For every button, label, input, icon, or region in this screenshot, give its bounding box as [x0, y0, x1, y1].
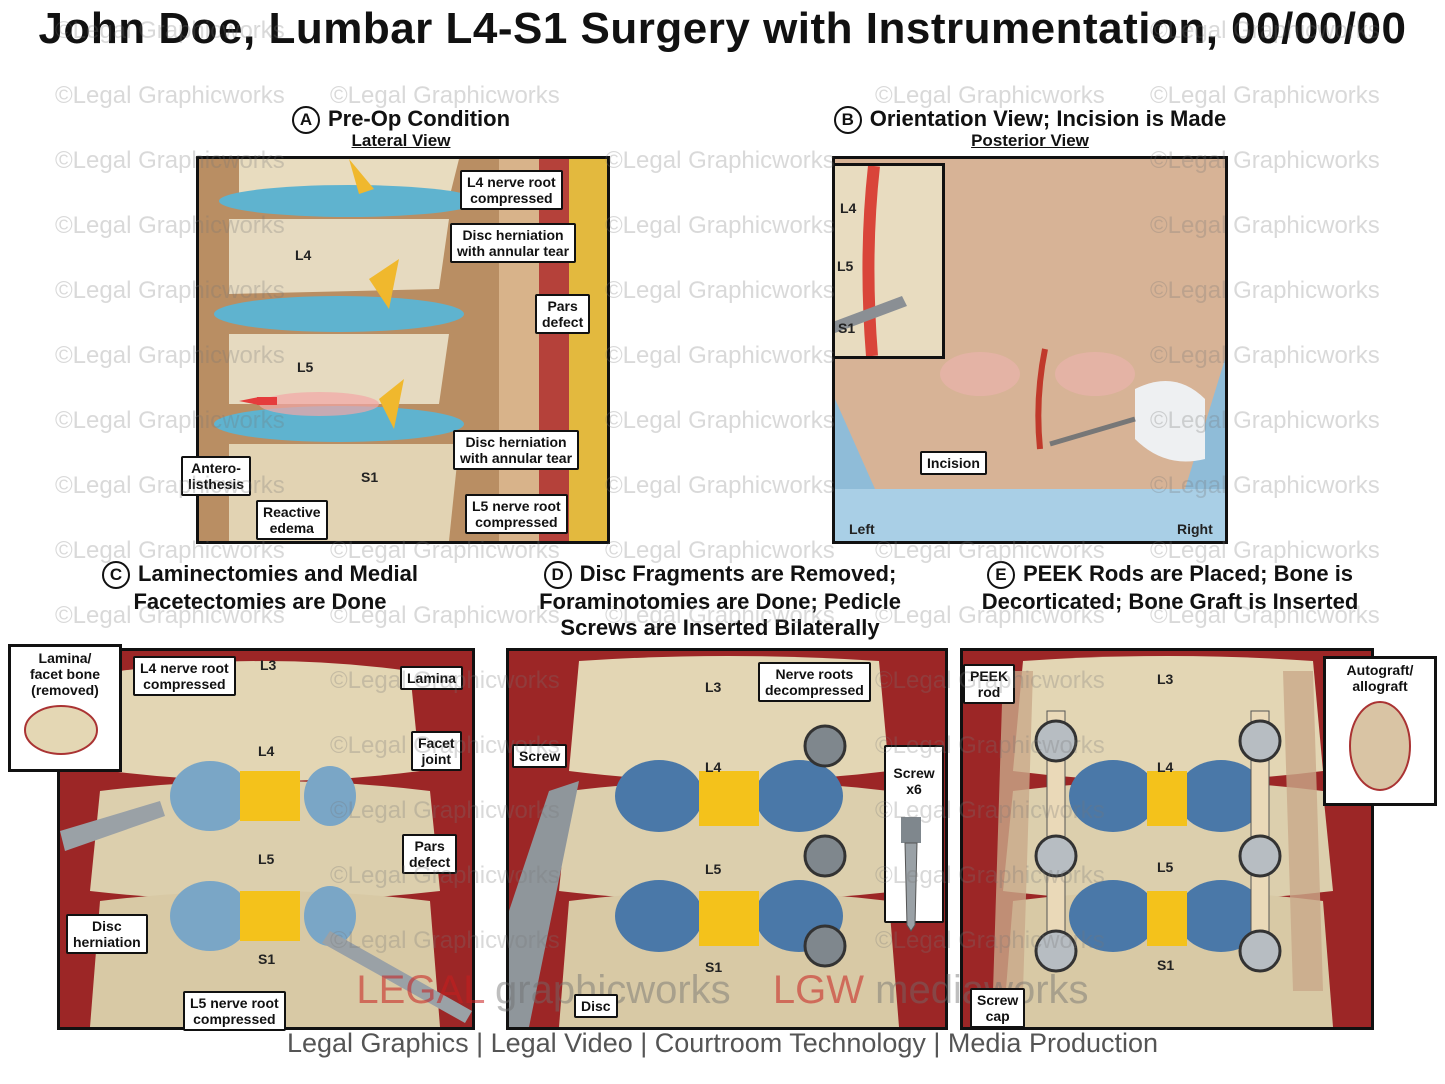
- label-a-anterolisthesis: Antero- listhesis: [181, 456, 252, 496]
- incision-inset: L4 L5 S1: [835, 163, 945, 359]
- bone-fragment-graphic: [24, 705, 98, 755]
- panel-e-title-2: Decorticated; Bone Graft is Inserted: [981, 589, 1359, 615]
- panel-b-illustration: L4 L5 S1 Left Right: [832, 156, 1228, 544]
- watermark: ©Legal Graphicworks: [605, 277, 835, 304]
- panel-a-view: Lateral View: [351, 131, 451, 150]
- panel-d-title-2: Foraminotomies are Done; Pedicle: [539, 589, 901, 615]
- panel-b-view: Posterior View: [971, 131, 1089, 150]
- graft-graphic: [1349, 701, 1411, 791]
- label-d-disc: Disc: [574, 994, 618, 1018]
- label-c-pars: Pars defect: [402, 834, 458, 874]
- lateral-spine-graphic: [199, 159, 607, 541]
- label-b-left: Left: [849, 521, 875, 537]
- brand-legal: LEGAL: [356, 968, 484, 1012]
- panel-d-illustration: L3 L4 L5 S1: [506, 648, 948, 1030]
- inset-l5: L5: [837, 258, 854, 274]
- watermark: ©Legal Graphicworks: [605, 212, 835, 239]
- inset-l4: L4: [840, 200, 857, 216]
- panel-a-l4: L4: [295, 247, 312, 263]
- panel-c-l5: L5: [258, 851, 275, 867]
- brand-line: LEGAL graphicworks LGW mediaworks: [0, 968, 1445, 1013]
- footer-services: Legal Graphics | Legal Video | Courtroom…: [286, 1028, 1159, 1058]
- watermark: ©Legal Graphicworks: [605, 342, 835, 369]
- panel-e-letter: E: [986, 561, 1015, 590]
- label-a-disc-herniation-top: Disc herniation with annular tear: [450, 223, 577, 263]
- panel-e-title-1: PEEK Rods are Placed; Bone is: [1022, 561, 1354, 586]
- panel-e-illustration: L3 L4 L5 S1: [960, 648, 1374, 1030]
- panel-a-illustration: L4 L5 S1: [196, 156, 610, 544]
- panel-b-heading: B Orientation View; Incision is Made: [780, 106, 1280, 135]
- panel-d-l4: L4: [705, 759, 722, 775]
- label-d-screw: Screw: [512, 744, 568, 768]
- panel-e-l5: L5: [1157, 859, 1174, 875]
- label-c-l4-root: L4 nerve root compressed: [133, 656, 236, 696]
- panel-c-title-2: Facetectomies are Done: [133, 589, 387, 615]
- panel-d-l5: L5: [705, 861, 722, 877]
- label-b-incision: Incision: [920, 451, 987, 475]
- watermark: ©Legal Graphicworks: [605, 407, 835, 434]
- panel-a-heading: A Pre-Op Condition: [196, 106, 606, 135]
- label-c-facet: Facet joint: [411, 731, 462, 771]
- removed-bone-inset: Lamina/ facet bone (removed): [8, 644, 122, 772]
- inset-s1: S1: [838, 320, 856, 336]
- label-d-nerve-roots: Nerve roots decompressed: [758, 662, 871, 702]
- label-c-lamina-removed: Lamina/ facet bone (removed): [29, 650, 100, 698]
- panel-b-title: Orientation View; Incision is Made: [869, 106, 1227, 131]
- label-c-disc: Disc herniation: [66, 914, 148, 954]
- panel-d-l3: L3: [705, 679, 722, 695]
- panel-d-heading: D Disc Fragments are Removed; Foraminotom…: [500, 561, 940, 641]
- brand-lgw: LGW: [772, 968, 865, 1012]
- label-a-l5-root: L5 nerve root compressed: [465, 494, 568, 534]
- label-e-autograft: Autograft/ allograft: [1346, 662, 1414, 694]
- panel-c-s1: S1: [258, 951, 276, 967]
- panel-a-letter: A: [291, 106, 320, 135]
- panel-c-l4: L4: [258, 743, 275, 759]
- label-c-lamina: Lamina: [400, 666, 464, 690]
- panel-a-s1: S1: [361, 469, 379, 485]
- page-title: John Doe, Lumbar L4-S1 Surgery with Inst…: [38, 4, 1407, 53]
- label-a-disc-herniation-bottom: Disc herniation with annular tear: [453, 430, 580, 470]
- panel-d-title-3: Screws are Inserted Bilaterally: [560, 615, 880, 641]
- watermark: ©Legal Graphicworks: [605, 147, 835, 174]
- label-a-edema: Reactive edema: [256, 500, 328, 540]
- panel-c-l3: L3: [260, 657, 277, 673]
- panel-c-letter: C: [102, 561, 131, 590]
- label-e-screw-cap: Screw cap: [970, 988, 1026, 1028]
- panel-d-title-1: Disc Fragments are Removed;: [579, 561, 897, 586]
- panel-d-s1: S1: [705, 959, 723, 975]
- pedicle-screw-graphic: [509, 651, 945, 1027]
- watermark: ©Legal Graphicworks: [605, 472, 835, 499]
- panel-e-s1: S1: [1157, 957, 1175, 973]
- panel-c-heading: C Laminectomies and Medial Facetectomies …: [60, 561, 460, 615]
- label-d-screw-x6-text: Screw x6: [893, 765, 935, 797]
- panel-e-l4: L4: [1157, 759, 1174, 775]
- panel-e-heading: E PEEK Rods are Placed; Bone is Decortica…: [955, 561, 1385, 615]
- panel-b-letter: B: [833, 106, 862, 135]
- label-a-pars-defect: Pars defect: [535, 294, 591, 334]
- panel-c-title-1: Laminectomies and Medial: [138, 561, 418, 586]
- label-a-l4-root: L4 nerve root compressed: [460, 170, 563, 210]
- graft-inset: Autograft/ allograft: [1323, 656, 1437, 806]
- inset-spine-graphic: [835, 166, 942, 356]
- label-e-peek: PEEK rod: [963, 664, 1016, 704]
- panel-a-l5: L5: [297, 359, 314, 375]
- rods-graft-graphic: [963, 651, 1371, 1027]
- label-b-right: Right: [1177, 521, 1213, 537]
- panel-d-letter: D: [543, 561, 572, 590]
- panel-e-l3: L3: [1157, 671, 1174, 687]
- panel-a-title: Pre-Op Condition: [327, 106, 511, 131]
- screw-graphic: [901, 817, 921, 932]
- label-c-l5-root: L5 nerve root compressed: [183, 991, 286, 1031]
- label-d-screw-x6: Screw x6: [884, 745, 944, 932]
